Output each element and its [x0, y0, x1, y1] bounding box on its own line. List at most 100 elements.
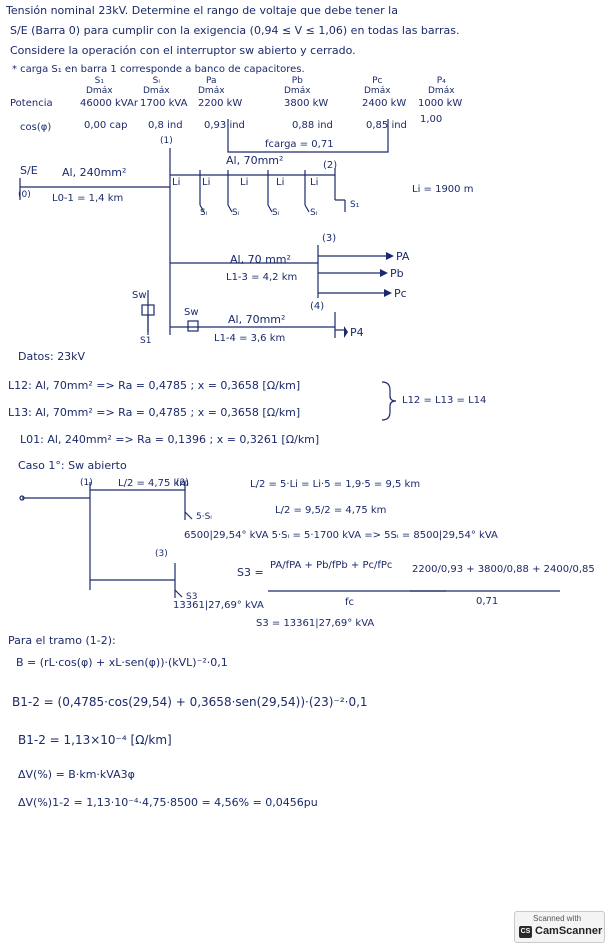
s3-den: fc: [345, 597, 355, 608]
col-s1: S₁ Dmáx: [86, 76, 113, 96]
load-arrow-si: [304, 204, 310, 213]
col-si: Sᵢ Dmáx: [143, 76, 170, 96]
bus1-label: (1): [160, 136, 173, 146]
c1-node1: (1): [80, 478, 93, 488]
load-arrow-si: [199, 204, 205, 213]
pot-pb: 3800 kW: [284, 98, 329, 109]
problem-line-3: Considere la operación con el interrupto…: [10, 44, 356, 57]
line01-len: L0-1 = 1,4 km: [52, 193, 124, 204]
arrow-pa: [386, 252, 394, 260]
si-label-4: Sᵢ: [310, 208, 318, 218]
line13-len: L1-3 = 4,2 km: [226, 272, 298, 283]
sw-label-2: Sw: [184, 307, 199, 318]
s1-bottom-label: S1: [140, 336, 152, 346]
problem-line-1: Tensión nominal 23kV. Determine el rango…: [6, 4, 398, 17]
li-length: Li = 1900 m: [412, 184, 474, 195]
c1-s3-node: S3: [186, 592, 198, 602]
cos-pb: 0,88 ind: [292, 120, 333, 131]
c1-5si: 5·Sᵢ: [196, 512, 212, 522]
pot-pa: 2200 kW: [198, 98, 243, 109]
camscanner-badge: Scanned with CS CamScanner: [514, 911, 605, 943]
datos-l13: L13: Al, 70mm² => Ra = 0,4785 ; x = 0,36…: [8, 406, 301, 419]
sw-switch-2: [187, 320, 199, 332]
cos-si: 0,8 ind: [148, 120, 183, 131]
brace: [381, 381, 397, 421]
bus0-label: S/E: [20, 164, 38, 177]
load-arrow-si: [267, 204, 273, 213]
caso1-title: Caso 1°: Sw abierto: [18, 459, 127, 472]
bus2-label: (2): [323, 160, 338, 171]
s3-formula-left: S3 =: [237, 566, 264, 579]
c1-load-arrow-3: [174, 589, 183, 598]
dv-formula: ΔV(%) = B·km·kVA3φ: [18, 768, 135, 781]
pa-label: PA: [396, 250, 410, 263]
c1-node3: (3): [155, 549, 168, 559]
s3-den-val: 0,71: [476, 596, 499, 607]
c1-l12: L/2 = 4,75 km: [118, 478, 190, 489]
b-formula: B = (rL·cos(φ) + xL·sen(φ))·(kVL)⁻²·0,1: [16, 656, 228, 669]
arrow-pb: [380, 269, 388, 277]
arrow-p4: [344, 326, 348, 338]
row-cos-label: cos(φ): [20, 122, 52, 133]
p4-label: P4: [350, 326, 364, 339]
datos-label: Datos: 23kV: [18, 350, 86, 363]
s1-label: S₁: [350, 200, 360, 210]
pot-p4: 1000 kW: [418, 98, 463, 109]
scanned-with-text: Scanned with: [533, 914, 582, 923]
sw-label-1: Sw: [132, 290, 147, 301]
li-label-2: Li: [202, 177, 211, 188]
s3-result: S3 = 13361|27,69° kVA: [256, 618, 375, 629]
fcarga-label: fcarga = 0,71: [265, 139, 334, 150]
pot-s1: 46000 kVAr: [80, 98, 138, 109]
camscanner-logo-icon: CS: [519, 926, 532, 938]
li-label-3: Li: [240, 177, 249, 188]
si-label-3: Sᵢ: [272, 208, 280, 218]
c1-node2: (2): [176, 478, 189, 488]
col-p4: P₄ Dmáx: [428, 76, 455, 96]
li-label-5: Li: [310, 177, 319, 188]
bus4-label: (4): [310, 301, 325, 312]
c1-eq-half: L/2 = 9,5/2 = 4,75 km: [275, 505, 387, 516]
si-label-2: Sᵢ: [232, 208, 240, 218]
tramo-title: Para el tramo (1-2):: [8, 634, 116, 647]
b12-value: B1-2 = 1,13×10⁻⁴ [Ω/km]: [18, 733, 172, 747]
camscanner-text: CamScanner: [535, 925, 603, 937]
datos-l12: L12: Al, 70mm² => Ra = 0,4785 ; x = 0,36…: [8, 379, 301, 392]
cos-s1: 0,00 cap: [84, 120, 128, 131]
line13-cond: Al, 70 mm²: [230, 253, 291, 266]
col-pc: Pc Dmáx: [364, 76, 391, 96]
dv12: ΔV(%)1-2 = 1,13·10⁻⁴·4,75·8500 = 4,56% =…: [18, 796, 318, 809]
line01-cond: Al, 240mm²: [62, 166, 127, 179]
pot-pc: 2400 kW: [362, 98, 407, 109]
pb-label: Pb: [390, 267, 404, 280]
fcarga-box: [227, 119, 389, 153]
bus3-label: (3): [322, 233, 337, 244]
cos-pc: 0,85 ind: [366, 120, 407, 131]
si-label-1: Sᵢ: [200, 208, 208, 218]
line14-len: L1-4 = 3,6 km: [214, 333, 286, 344]
problem-line-4: * carga S₁ en barra 1 corresponde a banc…: [12, 64, 305, 75]
arrow-pc: [384, 289, 392, 297]
line12-cond: Al, 70mm²: [226, 154, 284, 167]
c1-load-arrow: [184, 511, 193, 520]
datos-l01: L01: Al, 240mm² => Ra = 0,1396 ; x = 0,3…: [20, 433, 320, 446]
s3-nums: 2200/0,93 + 3800/0,88 + 2400/0,85: [412, 564, 595, 575]
cos-p4: 1,00: [420, 114, 443, 125]
load-arrow-si: [227, 204, 233, 213]
pc-label: Pc: [394, 287, 407, 300]
bus0-num: (0): [18, 190, 31, 200]
line14-cond: Al, 70mm²: [228, 313, 286, 326]
datos-brace-note: L12 = L13 = L14: [402, 395, 487, 406]
cos-pa: 0,93 ind: [204, 120, 245, 131]
c1-node-0: [19, 495, 25, 501]
s3-terms: PA/fPA + Pb/fPb + Pc/fPc: [270, 560, 393, 571]
c1-eq-s: 6500|29,54° kVA 5·Sᵢ = 5·1700 kVA => 5Sᵢ…: [184, 530, 498, 541]
c1-eq-l: L/2 = 5·Li = Li·5 = 1,9·5 = 9,5 km: [250, 479, 421, 490]
b12-formula: B1-2 = (0,4785·cos(29,54) + 0,3658·sen(2…: [12, 695, 368, 709]
row-potencia-label: Potencia: [10, 98, 53, 109]
c1-s3-val: 13361|27,69° kVA: [173, 600, 264, 611]
li-label-4: Li: [276, 177, 285, 188]
col-pb: Pb Dmáx: [284, 76, 311, 96]
